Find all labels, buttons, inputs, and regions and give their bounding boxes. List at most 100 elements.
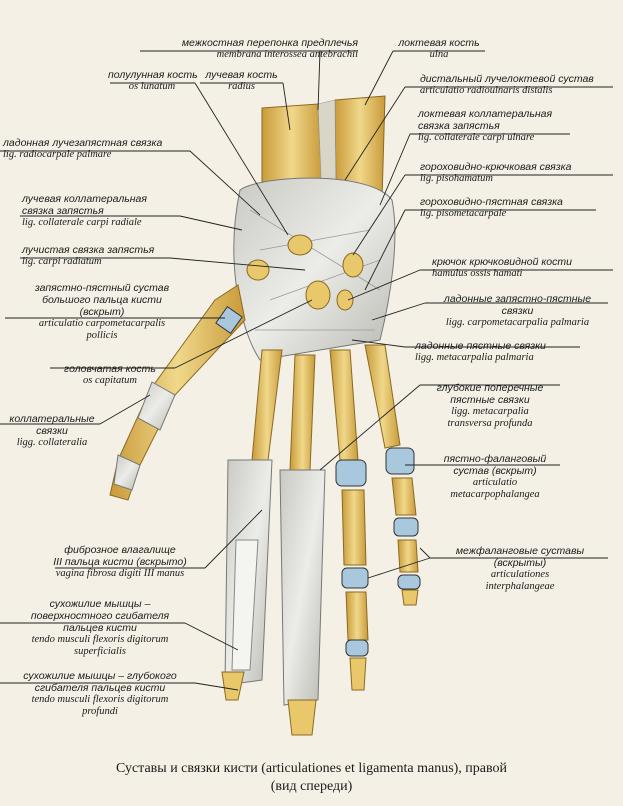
label-lunatum: полулунная кость os lunatum [108, 69, 198, 93]
label-mcp-joint: пястно-фаланговый сустав (вскрыт) articu… [430, 453, 560, 501]
label-ru: связка запястья [418, 120, 500, 132]
hamate-hook [336, 289, 354, 311]
label-la: radius [228, 81, 255, 92]
label-pisohamatum: гороховидно-крючковая связка lig. pisoha… [420, 161, 571, 185]
label-ru: гороховидно-пястная связка [420, 196, 563, 208]
label-ru: сгибателя пальцев кисти [34, 682, 166, 694]
label-tendon-profundi: сухожилие мышцы – глубокого сгибателя па… [0, 670, 200, 718]
label-ru: (вскрыты) [493, 557, 547, 569]
label-la: pollicis [86, 330, 118, 341]
label-la: metacarpophalangea [450, 489, 540, 500]
label-ru: сухожилие мышцы – глубокого [23, 670, 177, 682]
label-la: superficialis [74, 646, 126, 657]
pisiform-bone [342, 252, 364, 278]
ring-finger [329, 349, 369, 691]
figure-caption: Суставы и связки кисти (articulationes e… [0, 760, 623, 796]
label-ulnare: локтевая коллатеральная связка запястья … [418, 108, 552, 144]
leader-lines [0, 50, 613, 691]
label-la: ligg. metacarpalia palmaria [415, 352, 534, 363]
label-ru: запястно-пястный сустав [34, 282, 170, 294]
label-la: lig. radiocarpale palmare [3, 149, 112, 160]
label-ru: связки [36, 425, 68, 437]
label-capitatum: головчатая кость os capitatum [40, 363, 180, 387]
label-ru: пальцев кисти [63, 622, 137, 634]
label-ru: межфаланговые суставы [455, 545, 585, 557]
label-la: articulatio radioulnaris distalis [420, 85, 553, 96]
label-ru: глубокие поперечные [436, 382, 544, 394]
caption-line-1: Суставы и связки кисти (articulationes e… [115, 761, 508, 776]
label-radiale: лучевая коллатеральная связка запястья l… [22, 193, 147, 229]
label-ru: дистальный лучелоктевой сустав [420, 73, 594, 85]
label-carpometacarpalia: ладонные запястно-пястные связки ligg. c… [425, 293, 610, 329]
label-transversa: глубокие поперечные пястные связки ligg.… [420, 382, 560, 430]
label-la: hamulus ossis hamati [432, 268, 523, 279]
label-la: membrana interossea antebrachii [216, 49, 358, 60]
carpal-ligaments [233, 177, 396, 361]
label-la: os capitatum [83, 375, 137, 386]
label-la: lig. pisometacarpale [420, 208, 507, 219]
label-ru: крючок крючковидной кости [432, 256, 572, 268]
label-ru: III пальца кисти (вскрыто) [53, 556, 187, 568]
label-ru: ладонные запястно-пястные [443, 293, 592, 305]
label-la: ligg. metacarpalia [451, 406, 529, 417]
label-ru: пястно-фаланговый [443, 453, 547, 465]
label-la: ligg. carpometacarpalia palmaria [445, 317, 590, 328]
label-ru: ладонные пястные связки [415, 340, 546, 352]
lunate-bone [287, 234, 313, 256]
label-ulna: локтевая кость ulna [393, 37, 485, 61]
label-ru: полулунная кость [108, 69, 198, 81]
label-radioulnar: дистальный лучелоктевой сустав articulat… [420, 73, 594, 97]
label-interphalangeae: межфаланговые суставы (вскрыты) articula… [430, 545, 610, 593]
label-la: articulatio [472, 477, 518, 488]
label-la: transversa profunda [447, 418, 533, 429]
label-ru: большого пальца кисти [42, 294, 162, 306]
label-tendon-superficialis: сухожилие мышцы – поверхностного сгибате… [0, 598, 200, 658]
label-la: interphalangeae [485, 581, 555, 592]
label-la: articulationes [490, 569, 550, 580]
label-ru: поверхностного сгибателя [30, 610, 170, 622]
label-metacarpalia-palmaria: ладонные пястные связки ligg. metacarpal… [415, 340, 546, 364]
label-la: tendo musculi flexoris digitorum [31, 694, 169, 705]
label-la: ulna [429, 49, 449, 60]
label-la: lig. collaterale carpi radiale [22, 217, 142, 228]
label-ru: головчатая кость [64, 363, 156, 375]
index-finger [221, 349, 283, 701]
label-pollicis: запястно-пястный сустав большого пальца … [4, 282, 200, 342]
label-la: lig. pisohamatum [420, 173, 493, 184]
label-ru: сустав (вскрыт) [453, 465, 537, 477]
middle-finger [279, 354, 326, 736]
caption-line-2: (вид спереди) [270, 779, 353, 794]
label-la: lig. collaterale carpi ulnare [418, 132, 535, 143]
label-la: vagina fibrosa digiti III manus [55, 568, 185, 579]
label-ru: (вскрыт) [79, 306, 125, 318]
label-la: lig. carpi radiatum [22, 256, 102, 267]
label-ru: фиброзное влагалище [64, 544, 176, 556]
label-ru: связка запястья [22, 205, 104, 217]
label-la: os lunatum [128, 81, 176, 92]
label-radius: лучевая кость radius [200, 69, 283, 93]
thumb [109, 284, 246, 501]
label-pisometacarpale: гороховидно-пястная связка lig. pisometa… [420, 196, 563, 220]
label-la: tendo musculi flexoris digitorum [31, 634, 169, 645]
label-ru: межкостная перепонка предплечья [181, 37, 358, 49]
label-ru: гороховидно-крючковая связка [420, 161, 572, 173]
label-ru: ладонная лучезапястная связка [3, 137, 163, 149]
label-membrana: межкостная перепонка предплечья membrana… [140, 37, 358, 61]
label-ru: локтевая кость [398, 37, 480, 49]
label-la: profundi [82, 706, 118, 717]
label-vagina-fibrosa: фиброзное влагалище III пальца кисти (вс… [30, 544, 210, 580]
label-ru: лучевая коллатеральная [22, 193, 148, 205]
label-la: articulatio carpometacarpalis [38, 318, 166, 329]
label-la: ligg. collateralia [16, 437, 88, 448]
label-ru: пястные связки [450, 394, 530, 406]
capitate-bone [305, 280, 331, 310]
label-ru: локтевая коллатеральная [418, 108, 553, 120]
label-ru: связки [501, 305, 534, 317]
label-radiocarpale: ладонная лучезапястная связка lig. radio… [3, 137, 162, 161]
trapezium-bone [246, 259, 270, 281]
label-collateralia: коллатеральные связки ligg. collateralia [0, 413, 104, 449]
label-ru: лучевая кость [205, 69, 278, 81]
label-ru: коллатеральные [9, 413, 95, 425]
label-ru: лучистая связка запястья [22, 244, 155, 256]
